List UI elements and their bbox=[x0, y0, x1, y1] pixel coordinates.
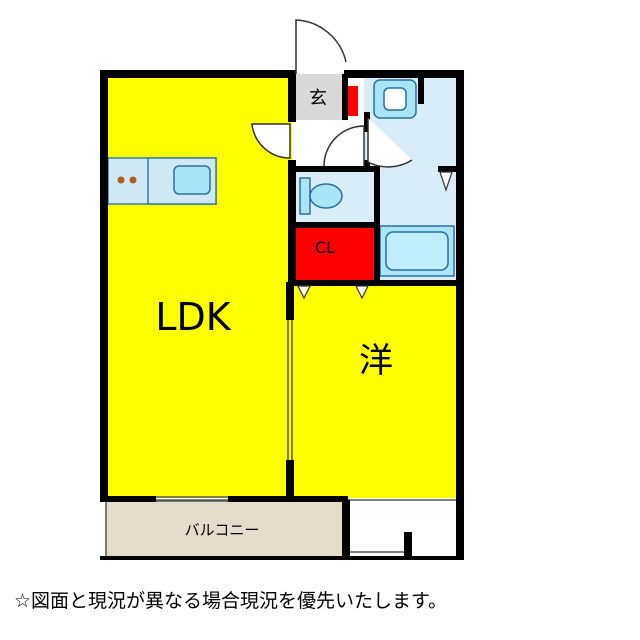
western-room bbox=[292, 282, 460, 498]
walls bbox=[100, 70, 464, 560]
door-swings bbox=[251, 19, 413, 168]
sliding-doors bbox=[156, 320, 404, 553]
balcony-area bbox=[105, 499, 345, 559]
bathtub-icon bbox=[379, 225, 455, 277]
cooktop-burner-icon bbox=[117, 176, 125, 184]
closet-label: CL bbox=[315, 238, 335, 257]
balcony-label: バルコニー bbox=[185, 521, 260, 539]
ldk-label: LDK bbox=[155, 295, 231, 339]
toilet-icon bbox=[299, 177, 343, 215]
footer-note: ☆図面と現況が異なる場合現況を優先いたします。 bbox=[14, 590, 448, 612]
sink-icon bbox=[173, 165, 211, 195]
outdoor-storage bbox=[345, 499, 461, 559]
closet-door-marks bbox=[297, 171, 453, 300]
kitchen-counter bbox=[107, 157, 217, 205]
wash-basin-icon bbox=[373, 79, 417, 119]
closet-area bbox=[294, 228, 374, 282]
cooktop-burner-icon bbox=[129, 176, 137, 184]
entrance-area bbox=[292, 74, 344, 120]
western-room-label: 洋 bbox=[359, 341, 393, 381]
entrance-label: 玄 bbox=[309, 88, 327, 109]
shoe-cabinet bbox=[348, 86, 358, 116]
